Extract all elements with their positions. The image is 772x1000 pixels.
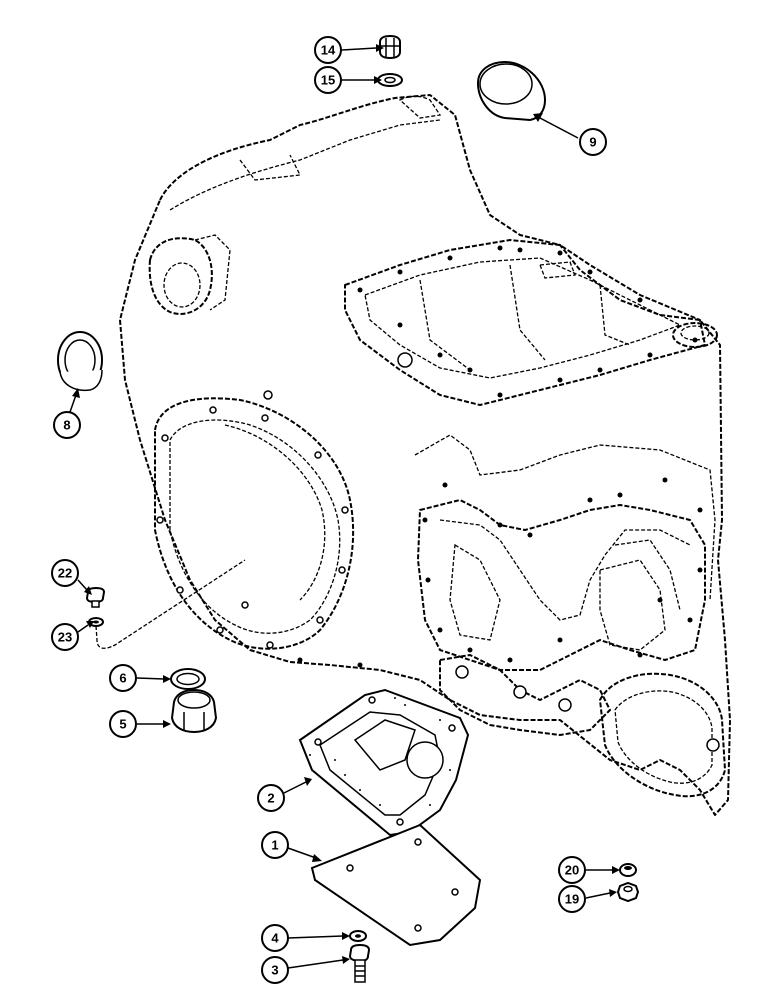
callout-20: 20 — [558, 856, 586, 884]
part-9-cap — [476, 60, 547, 122]
part-2-gasket — [298, 688, 470, 837]
callout-4: 4 — [261, 924, 289, 952]
callout-9: 9 — [579, 128, 607, 156]
part-4-washer — [349, 930, 367, 942]
transmission-housing — [119, 94, 731, 816]
callout-14: 14 — [314, 36, 342, 64]
callout-label: 15 — [321, 73, 335, 88]
callout-19: 19 — [558, 885, 586, 913]
callout-label: 3 — [271, 963, 278, 978]
part-22-bolt — [85, 586, 106, 608]
part-23-routing-line — [95, 559, 246, 649]
callout-label: 6 — [119, 671, 126, 686]
callout-15: 15 — [314, 66, 342, 94]
part-5-plug — [170, 688, 218, 734]
callout-23: 23 — [51, 623, 79, 651]
part-6-oring — [170, 668, 206, 690]
callout-label: 8 — [63, 418, 70, 433]
callout-label: 19 — [565, 892, 579, 907]
callout-label: 20 — [565, 863, 579, 878]
callout-label: 1 — [271, 838, 278, 853]
callout-5: 5 — [109, 710, 137, 738]
callout-label: 14 — [321, 43, 336, 58]
callout-3: 3 — [261, 956, 289, 984]
callout-8: 8 — [53, 411, 81, 439]
callout-label: 22 — [58, 566, 72, 581]
callout-1: 1 — [261, 831, 289, 859]
part-20-nut — [619, 863, 637, 877]
part-19-nut — [616, 881, 640, 903]
part-1-cover-plate — [310, 823, 482, 947]
callout-2: 2 — [257, 784, 285, 812]
callout-label: 5 — [119, 717, 126, 732]
part-8-seal — [57, 331, 103, 392]
callout-label: 9 — [589, 135, 596, 150]
leader-lines — [69, 44, 620, 969]
callout-label: 23 — [58, 630, 72, 645]
callout-label: 4 — [271, 931, 279, 946]
part-14-plug — [379, 34, 401, 60]
part-3-bolt — [348, 943, 371, 983]
part-15-washer — [377, 73, 403, 87]
callout-22: 22 — [51, 559, 79, 587]
callout-label: 2 — [267, 791, 274, 806]
callout-6: 6 — [109, 664, 137, 692]
